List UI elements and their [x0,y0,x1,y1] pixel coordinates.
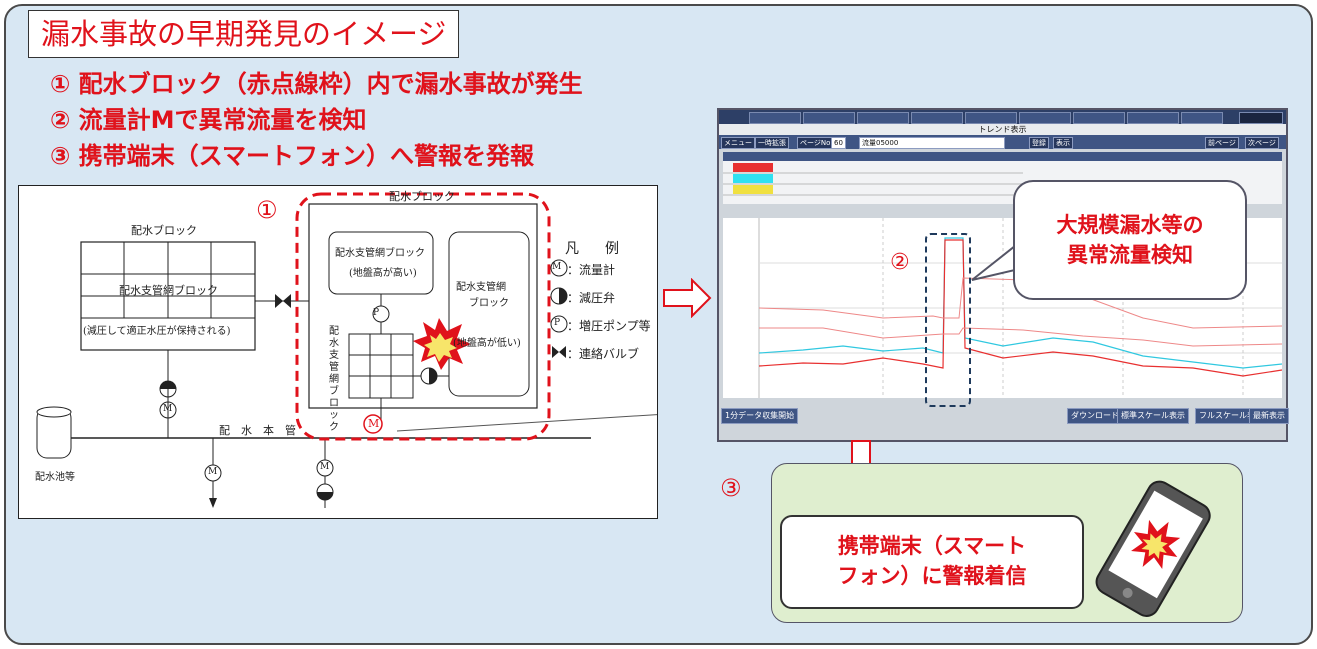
page-title: 漏水事故の早期発見のイメージ [28,10,460,58]
next-page-button[interactable]: 次ページ [1245,137,1279,149]
legend-flowmeter: ：流量計 [567,263,616,277]
right-sub-label-1: 配水支管網 [456,282,506,293]
main-pipe-label: 配 水 本 管 [219,424,296,437]
right-sub-note: (地盤高が低い) [453,338,521,349]
top-sub-note: (地盤高が高い) [349,268,417,279]
tb-tab-9[interactable] [1181,112,1223,124]
top-sub-label: 配水支管網ブロック [335,248,425,259]
meter-symbol-left: M [163,404,173,414]
download-button[interactable]: ダウンロード [1067,408,1123,424]
marker-2: ② [890,250,910,275]
anomaly-callout: 大規模漏水等の 異常流量検知 [1013,180,1247,300]
tb-tab-8[interactable] [1127,112,1179,124]
arrow-right-icon [663,278,712,318]
trend-chart-svg [758,218,1283,398]
diagram-lines [36,192,657,508]
tb-tab-7[interactable] [1073,112,1125,124]
vertical-sub-label: 配水支管網ブロック [329,326,339,433]
page-no-label: ページNo. [797,137,836,149]
tb-tab-3[interactable] [857,112,909,124]
meter-symbol-drop-2: M [320,462,330,472]
right-sub-label-2: ブロック [469,298,509,309]
tb-tab-1[interactable] [749,112,801,124]
pump-symbol: P [373,308,380,318]
show-button[interactable]: 表示 [1053,137,1073,149]
collect-1min-button[interactable]: 1分データ収集開始 [721,408,799,424]
marker-1: ① [256,196,278,224]
latest-button[interactable]: 最新表示 [1249,408,1289,424]
tb-clock [1239,112,1283,124]
legend-title: 凡 例 [565,241,625,257]
smartphone-icon [1095,480,1211,617]
tb-tab-4[interactable] [911,112,963,124]
series-pink-1 [758,277,1283,329]
phone-message-box: 携帯端末（スマート フォン）に警報着信 [780,515,1084,609]
prev-page-button[interactable]: 前ページ [1205,137,1239,149]
step-2: ② 流量計Mで異常流量を検知 [50,106,367,134]
phone-message-line-1: 携帯端末（スマート [837,534,1027,558]
left-note: (減圧して適正水圧が保持される) [83,326,231,337]
trend-title: トレンド表示 [719,124,1286,135]
left-block-label: 配水ブロック [131,224,197,237]
trend-top-bar [719,110,1286,124]
tb-tab-5[interactable] [965,112,1017,124]
right-block-label: 配水ブロック [389,190,455,203]
tb-tab-2[interactable] [803,112,855,124]
step-1: ① 配水ブロック（赤点線枠）内で漏水事故が発生 [50,70,583,98]
trend-toolbar: メニュー 一時拡張 ページNo. 60 流量05000 登録 表示 前ページ 次… [719,135,1286,149]
series-red [758,239,1283,377]
legend-reducing-valve: ：減圧弁 [567,291,616,305]
legend-booster-pump: ：増圧ポンプ等 [567,319,651,333]
step-3: ③ 携帯端末（スマートフォン）へ警報を発報 [50,142,534,170]
trend-bottom-bar: 1分データ収集開始 ダウンロード 標準スケール表示 フルスケール表示 最新表示 [719,408,1289,424]
callout-line-2: 異常流量検知 [1067,243,1193,267]
legend-connecting-valve: ：連絡バルブ [567,347,640,361]
menu-button[interactable]: メニュー [721,137,755,149]
left-sub-label: 配水支管網ブロック [119,284,218,297]
legend-symbol-p: P [554,318,561,328]
reservoir-label: 配水池等 [35,472,75,483]
meter-symbol-drop: M [208,467,218,477]
temp-expand-button[interactable]: 一時拡張 [755,137,789,149]
anomaly-highlight [925,233,971,407]
trend-window: トレンド表示 メニュー 一時拡張 ページNo. 60 流量05000 登録 表示… [717,108,1289,442]
register-button[interactable]: 登録 [1029,137,1049,149]
trend-table-rows [723,152,1282,196]
legend-symbol-m: M [552,262,562,272]
tb-tab-6[interactable] [1019,112,1071,124]
callout-line-1: 大規模漏水等の [1056,213,1204,237]
trend-name-input[interactable]: 流量05000 [859,137,1005,149]
page-no-input[interactable]: 60 [831,137,846,149]
standard-scale-button[interactable]: 標準スケール表示 [1117,408,1189,424]
phone-message-line-2: フォン）に警報着信 [837,564,1027,588]
distribution-diagram: 配水ブロック 配水支管網ブロック (減圧して適正水圧が保持される) 配水ブロック… [18,185,658,519]
marker-3: ③ [720,474,742,502]
series-pink-2 [759,327,1283,347]
meter-symbol-red: M [368,417,380,430]
